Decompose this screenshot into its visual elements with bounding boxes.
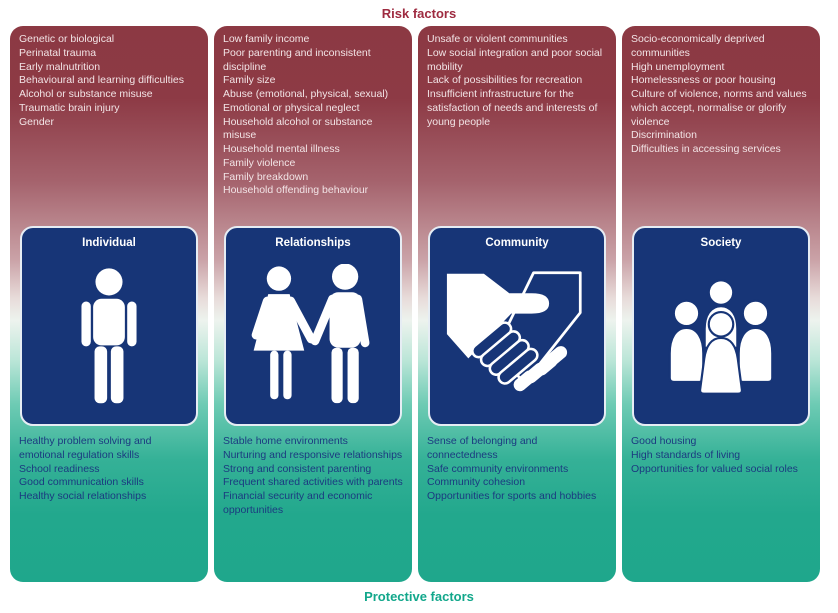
factor-item: Opportunities for sports and hobbies [427, 490, 597, 502]
factor-item: Stable home environments [223, 435, 348, 447]
factor-item: Abuse (emotional, physical, sexual) [223, 88, 389, 100]
factor-item: Family violence [223, 156, 296, 169]
factor-item: Frequent shared activities with parents [223, 476, 403, 489]
factor-item: Unsafe or violent communities [427, 33, 568, 45]
domain-label: Community [485, 237, 549, 249]
factor-item: Perinatal trauma [19, 46, 97, 59]
factor-item: High unemployment [631, 60, 725, 73]
domain-label: Relationships [275, 237, 351, 249]
factor-item: Household offending behaviour [223, 184, 369, 197]
factor-item: Household mental illness [223, 143, 340, 155]
handshake-icon [430, 249, 604, 424]
factor-item: Household alcohol or substance misuse [223, 115, 373, 142]
domain-box-community: Community [428, 226, 606, 426]
group-of-people-icon [634, 249, 808, 424]
factor-item: Opportunities for valued social roles [631, 462, 798, 475]
factor-item: Strong and consistent parenting [223, 462, 372, 475]
protective-factor-list: Healthy problem solving and emotional re… [10, 426, 208, 582]
factor-item: Family breakdown [223, 170, 309, 183]
protective-factors-title: Protective factors [364, 589, 474, 604]
factor-item: Culture of violence, norms and values wh… [631, 88, 807, 128]
factor-item: Behavioural and learning difficulties [19, 74, 184, 87]
couple-holding-hands-icon [226, 249, 400, 424]
factor-item: Healthy social relationships [19, 490, 147, 502]
factor-item: Financial security and economic opportun… [223, 490, 373, 516]
factor-item: Socio-economically deprived communities [631, 33, 765, 59]
factor-item: Genetic or biological [19, 33, 115, 45]
factor-item: Lack of possibilities for recreation [427, 74, 583, 87]
factor-item: Gender [19, 115, 55, 128]
factor-item: Insufficient infrastructure for the sati… [427, 88, 598, 128]
factor-item: Nurturing and responsive relationships [223, 448, 403, 461]
factor-item: Discrimination [631, 129, 697, 142]
standing-person-icon [22, 249, 196, 424]
factor-item: Homelessness or poor housing [631, 74, 776, 87]
factor-item: Good communication skills [19, 476, 144, 489]
factor-item: Low family income [223, 33, 310, 45]
domain-box-society: Society [632, 226, 810, 426]
domain-box-relationships: Relationships [224, 226, 402, 426]
factor-item: Traumatic brain injury [19, 101, 120, 114]
factor-item: Family size [223, 74, 276, 87]
factor-item: Alcohol or substance misuse [19, 88, 153, 100]
factor-item: Emotional or physical neglect [223, 101, 360, 114]
factor-item: Good housing [631, 435, 697, 447]
factor-item: Sense of belonging and connectedness [427, 435, 538, 461]
domain-label: Society [700, 237, 742, 249]
factor-item: Healthy problem solving and emotional re… [19, 435, 152, 461]
factor-item: Difficulties in accessing services [631, 143, 781, 155]
factor-item: Low social integration and poor social m… [427, 46, 603, 73]
factor-item: Safe community environments [427, 462, 569, 475]
factor-item: Community cohesion [427, 476, 526, 489]
factor-item: Poor parenting and inconsistent discipli… [223, 46, 371, 73]
domain-box-individual: Individual [20, 226, 198, 426]
risk-factors-title: Risk factors [381, 6, 457, 21]
factor-item: High standards of living [631, 448, 741, 461]
domain-label: Individual [82, 237, 136, 249]
factor-item: School readiness [19, 462, 100, 475]
factor-item: Early malnutrition [19, 60, 101, 73]
